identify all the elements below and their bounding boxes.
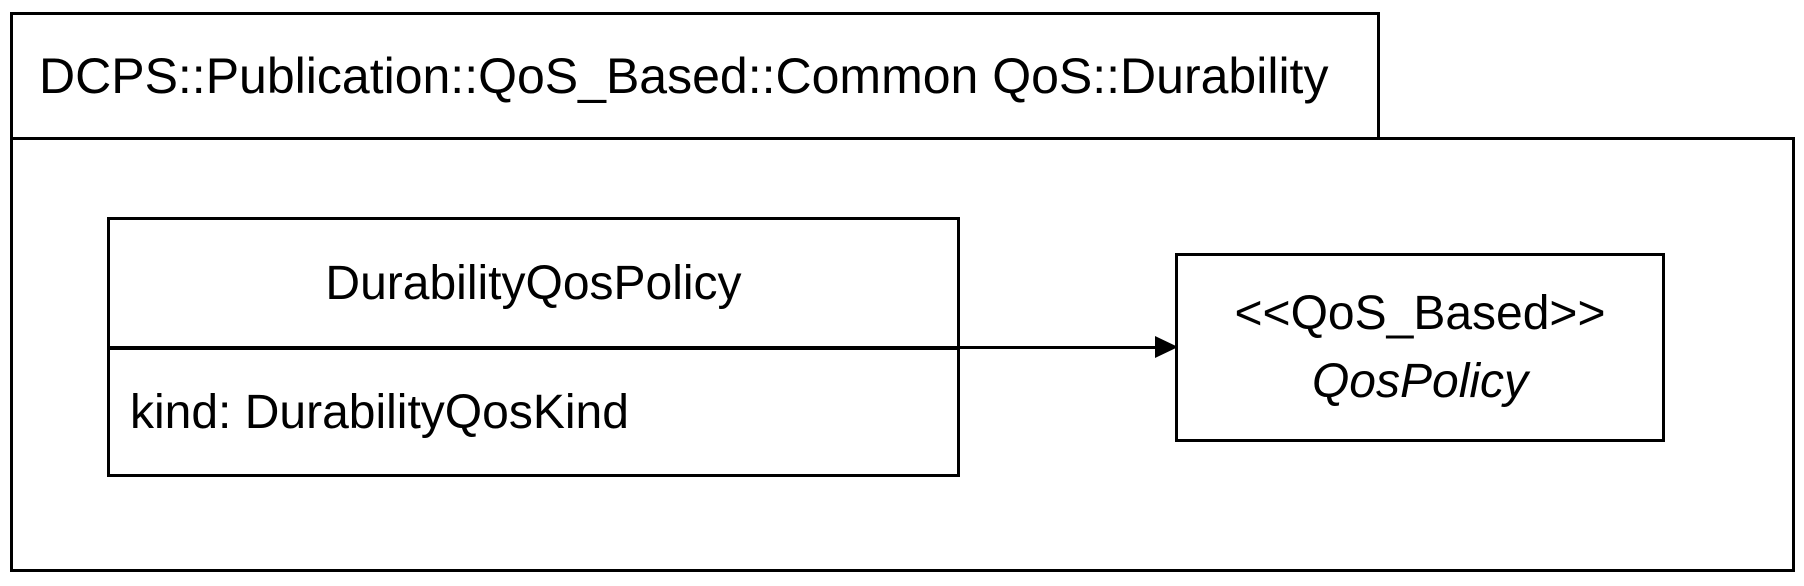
stereotype-label: <<QoS_Based>> xyxy=(1234,287,1606,341)
class-name: DurabilityQosPolicy xyxy=(325,256,742,310)
package-title: DCPS::Publication::QoS_Based::Common QoS… xyxy=(39,48,1329,104)
target-class-name: QosPolicy xyxy=(1311,354,1529,408)
package-tab: DCPS::Publication::QoS_Based::Common QoS… xyxy=(10,12,1380,140)
association-line xyxy=(958,346,1158,349)
class-box-qos-policy: <<QoS_Based>> QosPolicy xyxy=(1175,253,1665,442)
association-arrowhead-icon xyxy=(1155,336,1178,358)
class-name-compartment: DurabilityQosPolicy xyxy=(110,220,957,346)
class-attribute: kind: DurabilityQosKind xyxy=(130,385,629,439)
class-box-durability-qos-policy: DurabilityQosPolicy kind: DurabilityQosK… xyxy=(107,217,960,477)
class-attribute-compartment: kind: DurabilityQosKind xyxy=(110,346,957,474)
